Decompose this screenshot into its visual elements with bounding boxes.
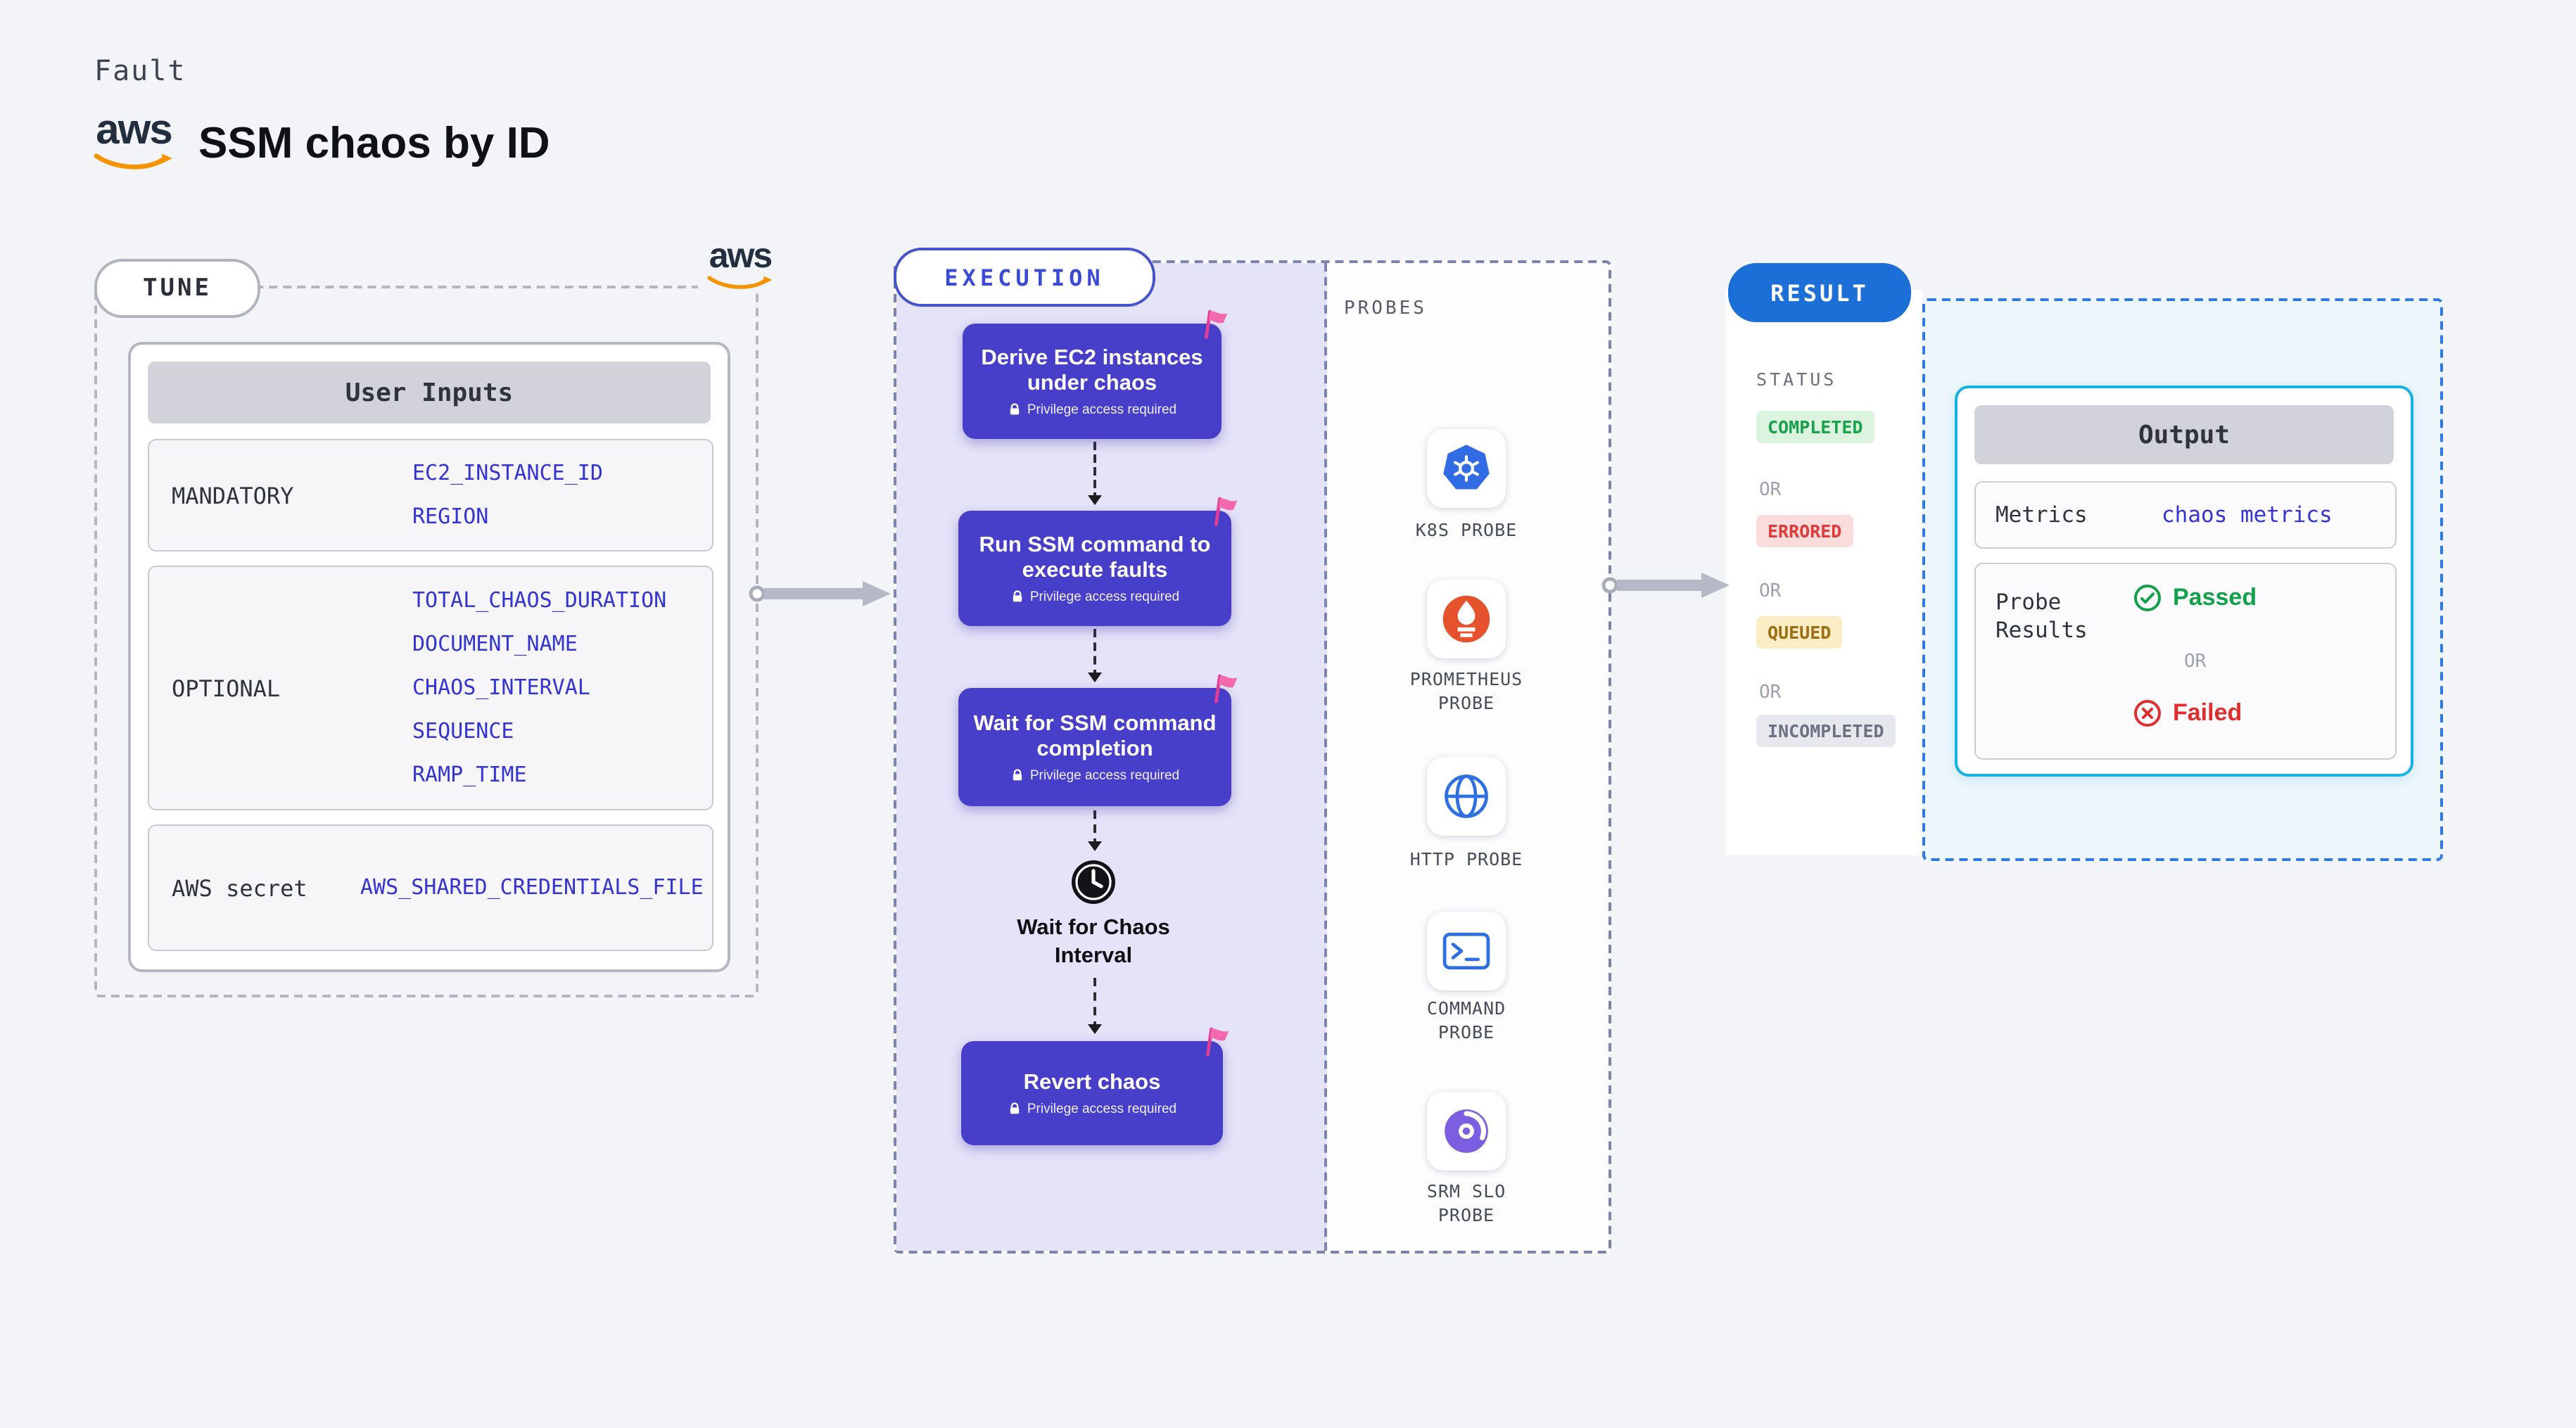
aws-swoosh-icon [94, 153, 172, 170]
probe-label: SRM SLO PROBE [1426, 1180, 1506, 1225]
input-value: CHAOS_INTERVAL [412, 675, 590, 700]
user-inputs-table: User Inputs MANDATORY EC2_INSTANCE_ID RE… [128, 342, 730, 972]
status-badge-incompleted: INCOMPLETED [1756, 715, 1896, 747]
chaos-flag-icon [1214, 497, 1238, 526]
probe-results-row: Probe Results Passed OR Failed [1974, 563, 2397, 760]
user-inputs-header: User Inputs [148, 362, 711, 423]
input-value: RAMP_TIME [412, 762, 527, 787]
probes-heading: PROBES [1344, 298, 1427, 319]
privilege-badge: Privilege access required [1027, 1101, 1177, 1116]
status-badge-queued: QUEUED [1756, 616, 1843, 649]
lock-icon [1013, 590, 1022, 602]
fault-kicker: Fault [94, 53, 186, 87]
chaos-flag-icon [1205, 310, 1228, 339]
arrow-execution-to-result [1601, 573, 1730, 598]
table-row-aws-secret: AWS secret AWS_SHARED_CREDENTIALS_FILE [148, 824, 713, 951]
metrics-row: Metrics chaos metrics [1974, 481, 2397, 549]
check-circle-icon [2134, 585, 2161, 611]
tune-region [94, 286, 759, 997]
metrics-label: Metrics [1996, 502, 2088, 528]
passed-label: Passed [2173, 584, 2257, 611]
input-value: REGION [412, 504, 489, 529]
row-label: MANDATORY [172, 482, 294, 509]
or-label: OR [1759, 682, 1782, 703]
probe-label: HTTP PROBE [1409, 848, 1523, 869]
failed-label: Failed [2173, 699, 2242, 726]
probe-label: PROMETHEUS PROBE [1409, 668, 1523, 713]
globe-icon [1445, 774, 1488, 818]
privilege-badge: Privilege access required [1029, 767, 1180, 783]
srm-slo-icon [1445, 1109, 1488, 1153]
tune-pill: TUNE [94, 259, 260, 318]
step-title: Run SSM command to execute faults [979, 533, 1211, 582]
or-label: OR [1759, 480, 1782, 501]
table-row-mandatory: MANDATORY EC2_INSTANCE_ID REGION [148, 439, 713, 552]
input-value: SEQUENCE [412, 718, 514, 744]
flow-connector [1088, 810, 1102, 851]
command-probe-card [1427, 912, 1506, 990]
status-panel [1725, 290, 1922, 855]
kubernetes-icon [1443, 445, 1490, 490]
prometheus-probe-card [1427, 580, 1506, 658]
input-value: TOTAL_CHAOS_DURATION [412, 587, 667, 613]
result-pill: RESULT [1728, 263, 1911, 322]
aws-logo: aws [93, 107, 175, 172]
privilege-badge: Privilege access required [1027, 402, 1177, 417]
output-card: Output Metrics chaos metrics Probe Resul… [1955, 385, 2413, 777]
status-badge-completed: COMPLETED [1756, 411, 1874, 443]
probe-label: COMMAND PROBE [1426, 997, 1506, 1043]
aws-logo-tune: aws [698, 236, 782, 291]
step-revert-chaos: Revert chaos Privilege access required [961, 1027, 1229, 1145]
chaos-flag-icon [1214, 674, 1238, 703]
clock-icon [1072, 860, 1115, 904]
chaos-flag-icon [1206, 1027, 1229, 1057]
http-probe-card [1427, 757, 1506, 836]
page-title: SSM chaos by ID [198, 118, 550, 167]
probe-results-label: Probe Results [1996, 589, 2088, 643]
arrow-tune-to-execution [749, 581, 891, 606]
step-title: Derive EC2 instances under chaos [981, 345, 1203, 395]
row-label: OPTIONAL [172, 675, 281, 701]
status-heading: STATUS [1756, 369, 1837, 390]
row-label: AWS secret [172, 874, 307, 901]
output-header: Output [1974, 405, 2394, 464]
probe-label: K8S PROBE [1415, 519, 1518, 540]
input-value: DOCUMENT_NAME [412, 631, 578, 656]
step-wait-ssm-completion: Wait for SSM command completion Privileg… [958, 674, 1238, 806]
metrics-value: chaos metrics [2162, 502, 2333, 528]
step-title: Revert chaos [1023, 1070, 1161, 1094]
lock-icon [1010, 403, 1020, 415]
aws-logo-text: aws [96, 107, 172, 153]
flow-connector [1088, 442, 1102, 505]
lock-icon [1013, 769, 1022, 781]
k8s-probe-card [1427, 429, 1506, 508]
step-title: Wait for SSM command completion [973, 711, 1217, 760]
aws-swoosh-icon [707, 276, 773, 289]
table-row-optional: OPTIONAL TOTAL_CHAOS_DURATION DOCUMENT_N… [148, 566, 713, 810]
flow-connector [1088, 978, 1102, 1034]
privilege-badge: Privilege access required [1029, 589, 1180, 604]
step-run-ssm-command: Run SSM command to execute faults Privil… [958, 497, 1238, 626]
prometheus-icon [1442, 595, 1490, 643]
wait-chaos-interval-label: Wait for Chaos Interval [1017, 916, 1170, 968]
aws-logo-text: aws [709, 236, 773, 276]
input-value: AWS_SHARED_CREDENTIALS_FILE [360, 874, 704, 900]
status-badge-errored: ERRORED [1756, 515, 1853, 547]
step-derive-instances: Derive EC2 instances under chaos Privile… [963, 310, 1228, 439]
terminal-icon [1442, 932, 1490, 970]
or-label: OR [2184, 651, 2207, 672]
flow-connector [1088, 629, 1102, 682]
lock-icon [1010, 1102, 1020, 1114]
or-label: OR [1759, 581, 1782, 602]
input-value: EC2_INSTANCE_ID [412, 460, 603, 485]
x-circle-icon [2134, 700, 2161, 727]
srm-slo-probe-card [1427, 1092, 1506, 1171]
execution-pill: EXECUTION [894, 248, 1155, 307]
